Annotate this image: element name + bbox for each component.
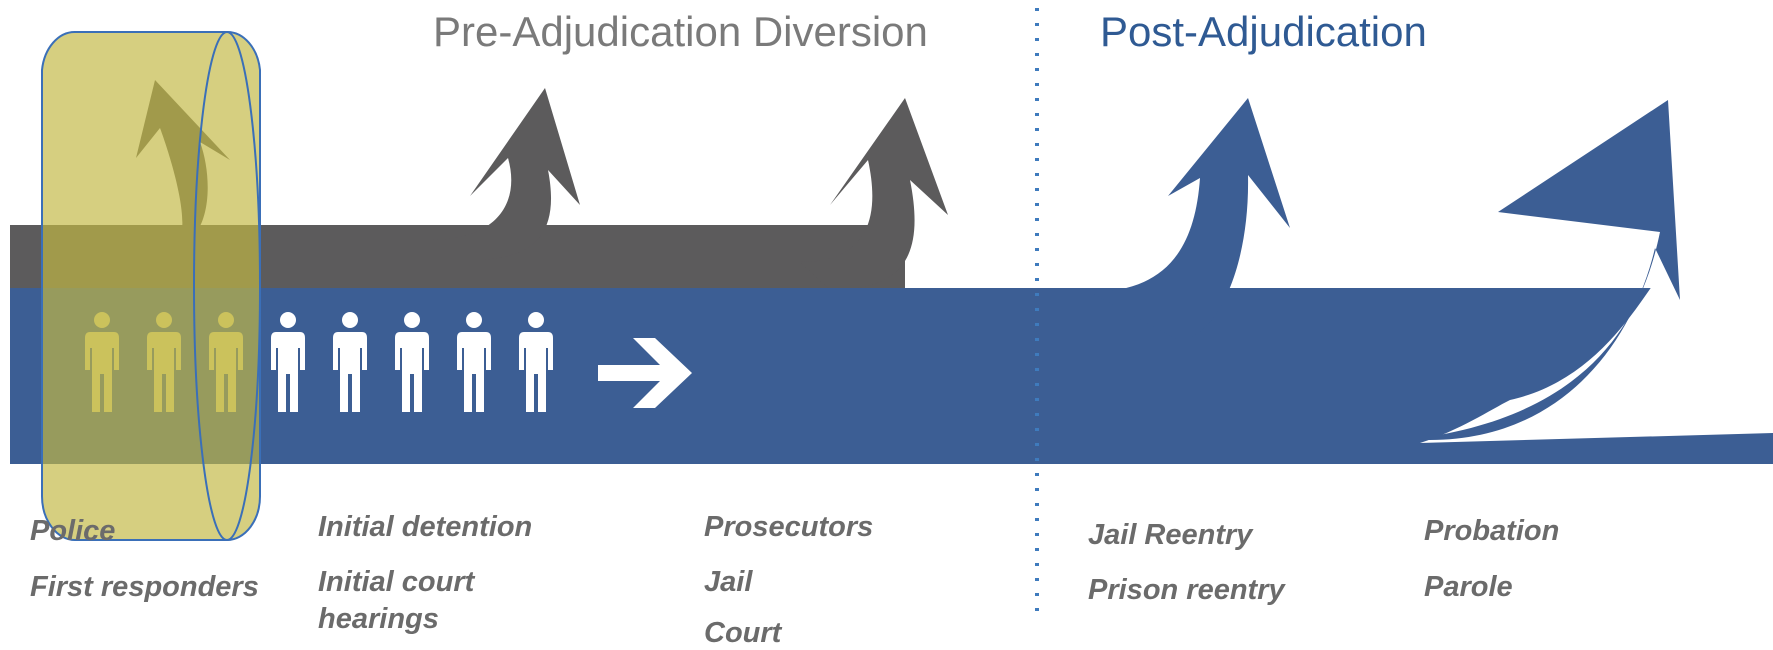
exit-arrow-icon-4 <box>1090 98 1290 340</box>
stage-label-hearings: hearings <box>318 603 439 635</box>
stage-label-court: Court <box>704 617 782 649</box>
stage-label-jail: Jail <box>704 566 753 598</box>
intercept-highlight <box>40 30 262 541</box>
person-icon <box>457 312 491 412</box>
stage-label-initial-court: Initial court <box>318 566 475 598</box>
exit-arrow-icon-5 <box>1405 100 1680 440</box>
stage-label-jail-reentry: Jail Reentry <box>1088 519 1253 551</box>
stage-label-prosecutors: Prosecutors <box>704 511 874 543</box>
stage-label-police: Police <box>30 515 116 547</box>
arrow-right-icon <box>598 338 692 408</box>
stage-label-first-responders: First responders <box>30 571 259 603</box>
pre-adjudication-title: Pre-Adjudication Diversion <box>433 8 928 55</box>
band-notch <box>1420 268 1773 443</box>
stage-label-probation: Probation <box>1424 515 1560 547</box>
stage-label-parole: Parole <box>1424 571 1513 603</box>
intercept-highlight-edge <box>193 31 261 541</box>
stage-label-prison-reentry: Prison reentry <box>1088 574 1285 606</box>
person-icon <box>333 312 367 412</box>
person-icon <box>519 312 553 412</box>
post-adjudication-title: Post-Adjudication <box>1100 8 1427 55</box>
stage-label-initial-detention: Initial detention <box>318 511 533 543</box>
exit-arrow-icon-3 <box>800 98 948 290</box>
person-icon <box>395 312 429 412</box>
person-icon <box>271 312 305 412</box>
exit-arrow-icon-2 <box>430 88 580 260</box>
